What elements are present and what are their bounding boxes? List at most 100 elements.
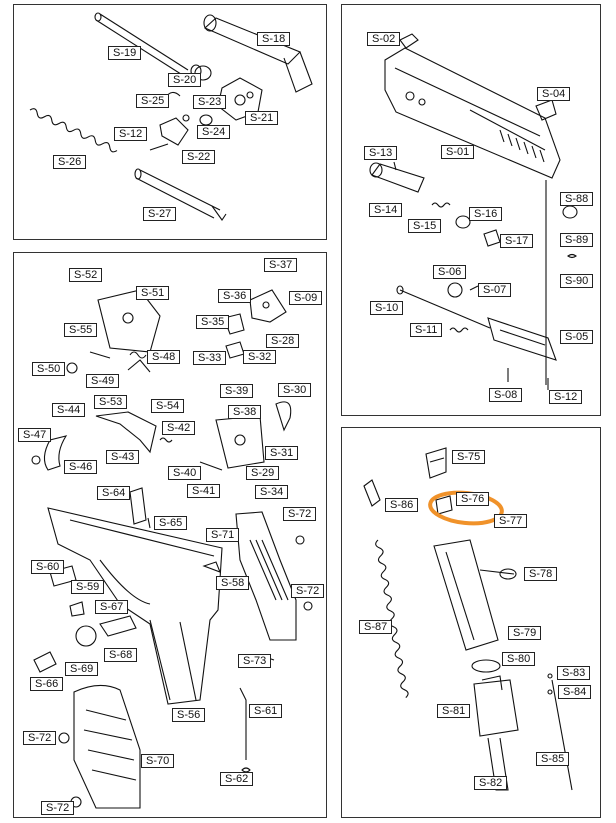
label-s28: S-28 [266, 334, 300, 348]
label-s62: S-62 [220, 772, 254, 786]
label-s73: S-73 [238, 654, 272, 668]
label-s26: S-26 [53, 155, 87, 169]
label-s90: S-90 [560, 274, 594, 288]
label-s24: S-24 [197, 125, 231, 139]
label-s39: S-39 [220, 384, 254, 398]
label-s04: S-04 [537, 87, 571, 101]
hammer-strut-part [239, 687, 251, 773]
label-s77: S-77 [494, 514, 528, 528]
label-s46: S-46 [64, 460, 98, 474]
label-s47: S-47 [18, 428, 52, 442]
label-s60: S-60 [31, 560, 65, 574]
label-s64: S-64 [97, 486, 131, 500]
label-s30: S-30 [278, 383, 312, 397]
label-s38: S-38 [228, 405, 262, 419]
label-s44: S-44 [52, 403, 86, 417]
label-s86: S-86 [385, 498, 419, 512]
label-s31: S-31 [265, 446, 299, 460]
label-s58: S-58 [216, 576, 250, 590]
label-s35: S-35 [196, 315, 230, 329]
label-s15: S-15 [408, 219, 442, 233]
rear-sight-part [535, 99, 557, 121]
label-s17: S-17 [500, 234, 534, 248]
frame-springs [66, 351, 151, 374]
label-s79: S-79 [508, 626, 542, 640]
label-s89: S-89 [560, 233, 594, 247]
label-s71: S-71 [206, 528, 240, 542]
label-s16: S-16 [469, 207, 503, 221]
slide-small-parts [396, 282, 491, 333]
label-s22: S-22 [182, 150, 216, 164]
label-s37: S-37 [264, 258, 298, 272]
label-s11: S-11 [410, 323, 443, 337]
magazine-spring-part [363, 479, 409, 698]
label-s61: S-61 [249, 704, 283, 718]
trigger-mech-housing-part [97, 289, 161, 353]
label-s83: S-83 [557, 666, 591, 680]
label-s09: S-09 [289, 291, 323, 305]
nozzle-part [369, 161, 425, 193]
label-s85: S-85 [536, 752, 570, 766]
left-grip-part [73, 684, 141, 809]
label-s18: S-18 [257, 32, 291, 46]
follower-part [435, 495, 453, 515]
label-s82: S-82 [474, 776, 508, 790]
recoil-spring-part [29, 108, 118, 153]
label-s72d: S-72 [41, 801, 75, 815]
label-s88: S-88 [560, 192, 594, 206]
label-s06: S-06 [433, 265, 467, 279]
label-s69: S-69 [65, 662, 99, 676]
label-s84: S-84 [558, 685, 592, 699]
label-s53: S-53 [94, 395, 128, 409]
label-s67: S-67 [95, 600, 129, 614]
magazine-base-parts [471, 659, 573, 791]
label-s81: S-81 [437, 704, 471, 718]
recoil-guide-part [134, 168, 227, 221]
loading-nozzle-housing-part [487, 317, 557, 361]
label-s59: S-59 [71, 580, 105, 594]
label-s72c: S-72 [23, 731, 57, 745]
label-s23: S-23 [193, 95, 227, 109]
label-s68: S-68 [104, 648, 138, 662]
label-s12a: S-12 [114, 127, 148, 141]
label-s48: S-48 [147, 350, 181, 364]
label-s12b: S-12 [549, 390, 583, 404]
label-s20: S-20 [168, 73, 202, 87]
label-s49: S-49 [86, 374, 120, 388]
label-s43: S-43 [106, 450, 140, 464]
label-s72a: S-72 [283, 507, 317, 521]
label-s08: S-08 [489, 388, 523, 402]
label-s19: S-19 [108, 46, 142, 60]
label-s72b: S-72 [291, 584, 325, 598]
label-s02: S-02 [367, 32, 401, 46]
magazine-lip-part [425, 447, 447, 479]
label-s52: S-52 [69, 268, 103, 282]
label-s50: S-50 [32, 362, 66, 376]
label-s36: S-36 [218, 289, 252, 303]
label-s40: S-40 [168, 466, 202, 480]
label-s78: S-78 [524, 567, 558, 581]
label-s21: S-21 [245, 111, 279, 125]
label-s55: S-55 [64, 323, 98, 337]
front-sight-part [399, 33, 419, 49]
label-s51: S-51 [136, 286, 170, 300]
slide-right-parts [507, 180, 578, 390]
label-s54: S-54 [151, 399, 185, 413]
label-s25: S-25 [136, 94, 170, 108]
trigger-bar-part [95, 411, 173, 454]
trigger-part [31, 435, 68, 471]
label-s66: S-66 [30, 677, 64, 691]
label-s33: S-33 [193, 351, 227, 365]
label-s10: S-10 [370, 301, 404, 315]
label-s13: S-13 [364, 146, 398, 160]
label-s70: S-70 [141, 754, 175, 768]
right-grip-part [235, 511, 297, 641]
label-s65: S-65 [154, 516, 188, 530]
label-s29: S-29 [246, 466, 280, 480]
label-s87: S-87 [359, 620, 393, 634]
label-s56: S-56 [172, 708, 206, 722]
label-s07: S-07 [478, 283, 512, 297]
label-s41: S-41 [187, 484, 221, 498]
magazine-body-part [433, 539, 517, 651]
